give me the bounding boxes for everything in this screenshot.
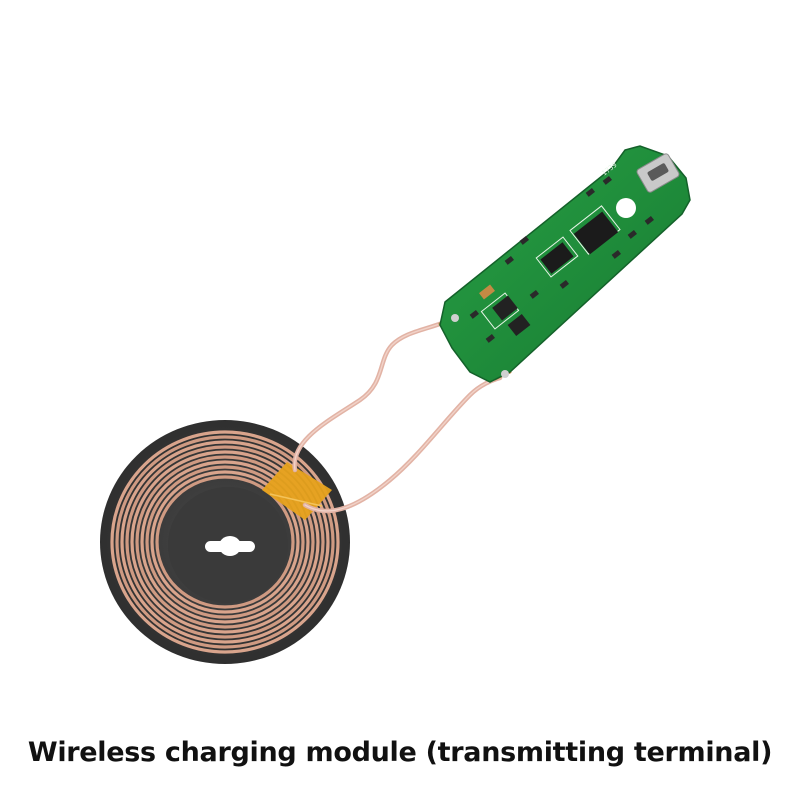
- charging-coil: [100, 420, 350, 664]
- pcb-mount-hole: [616, 198, 636, 218]
- driver-ic-chip: [540, 242, 574, 274]
- tantalum-capacitor: [479, 284, 495, 300]
- product-caption: Wireless charging module (transmitting t…: [27, 737, 773, 768]
- main-ic-chip: [573, 211, 619, 255]
- pcb-board: 1739: [439, 145, 691, 383]
- keyhole-mount-hole: [205, 536, 255, 556]
- product-photo: 1739: [100, 145, 691, 664]
- coil-windings: [110, 430, 340, 654]
- flex-tape: [262, 462, 332, 520]
- smd-components: [469, 175, 654, 343]
- micro-usb-port: [636, 153, 680, 193]
